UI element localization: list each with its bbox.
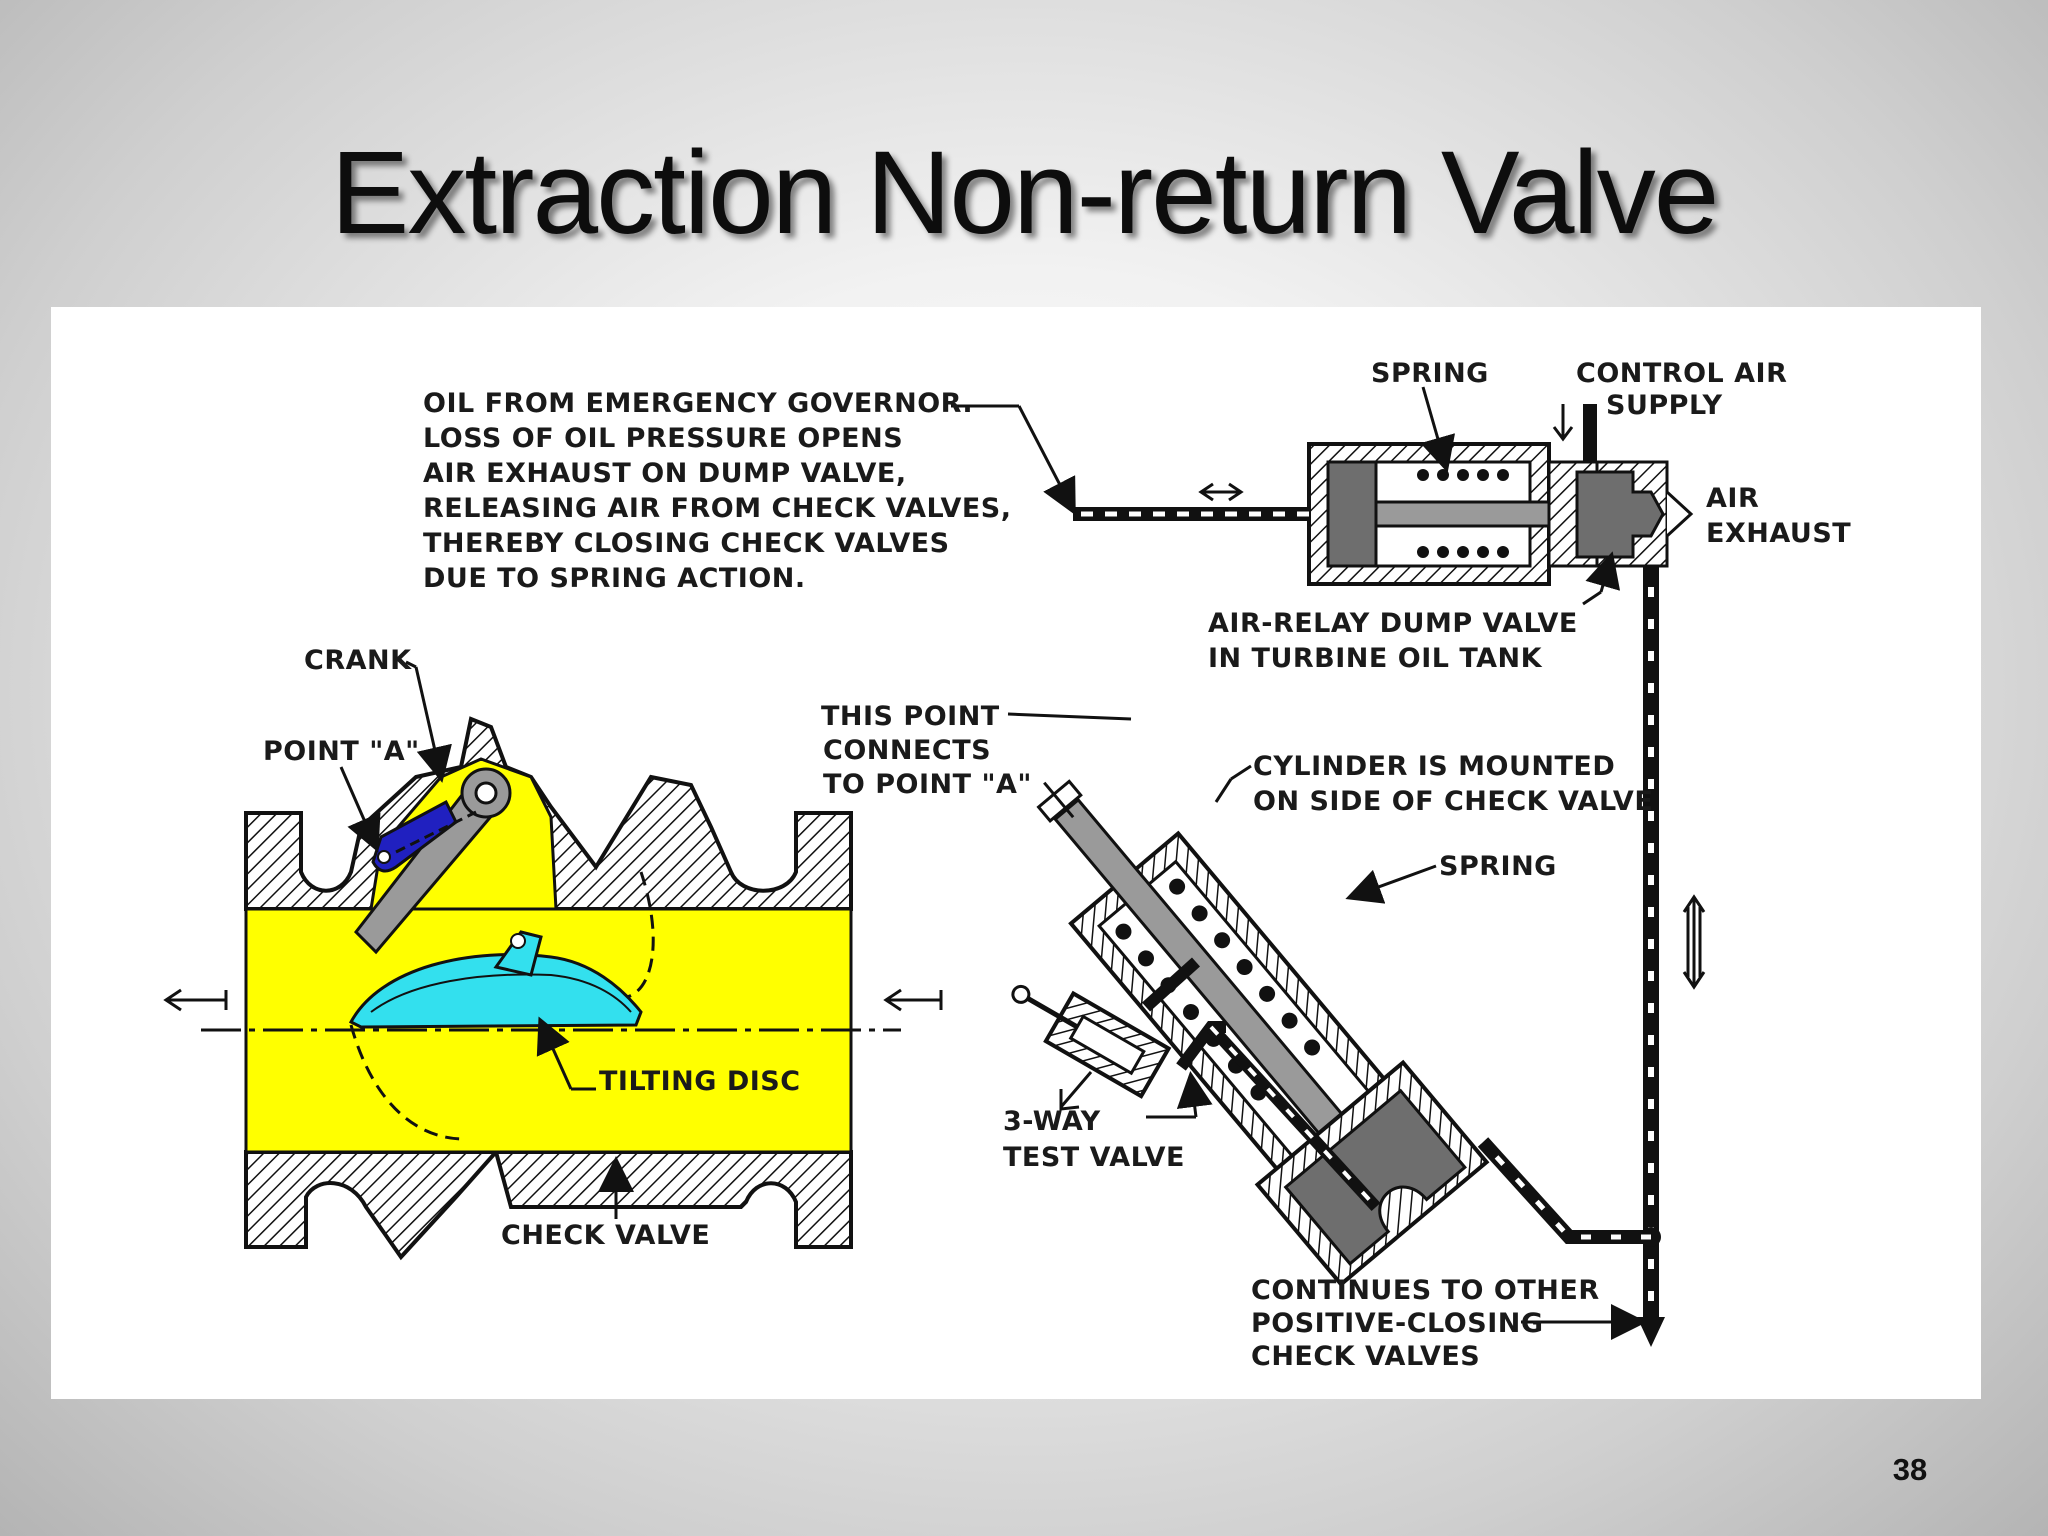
check-valve-label: CHECK VALVE [501,1220,710,1251]
this-point-label-3: TO POINT "A" [823,769,1032,800]
governor-line-6: DUE TO SPRING ACTION. [423,563,806,594]
air-line [1477,566,1706,1347]
cylinder-label-2: ON SIDE OF CHECK VALVE [1253,786,1653,817]
governor-line-3: AIR EXHAUST ON DUMP VALVE, [423,458,907,489]
continues-label-3: CHECK VALVES [1251,1341,1480,1372]
crank-label: CRANK [304,645,412,676]
continues-label-1: CONTINUES TO OTHER [1251,1275,1600,1306]
dump-valve [951,386,1694,586]
this-point-label-1: THIS POINT [821,701,1000,732]
check-valve-body [163,716,943,1261]
diagram-panel: OIL FROM EMERGENCY GOVERNOR. LOSS OF OIL… [51,307,1981,1399]
cylinder-label-1: CYLINDER IS MOUNTED [1253,751,1615,782]
slide-title: Extraction Non-return Valve [330,127,1720,259]
point-a-label: POINT "A" [263,736,420,767]
cylinder-assembly [1007,712,1647,1340]
spring-mid-label: SPRING [1439,851,1557,882]
page-number: 38 [1892,1452,1928,1487]
spring-top-label: SPRING [1371,358,1489,389]
governor-line-2: LOSS OF OIL PRESSURE OPENS [423,423,903,454]
tilting-disc-label: TILTING DISC [599,1066,801,1097]
control-air-label-1: CONTROL AIR [1576,358,1787,389]
air-exhaust-label-1: AIR [1706,483,1759,514]
governor-note: OIL FROM EMERGENCY GOVERNOR. LOSS OF OIL… [423,388,1012,594]
dump-valve-label-1: AIR-RELAY DUMP VALVE [1208,608,1578,639]
this-point-label-2: CONNECTS [823,735,991,766]
continues-label-2: POSITIVE-CLOSING [1251,1308,1544,1339]
air-exhaust-label-2: EXHAUST [1706,518,1851,549]
three-way-label-2: TEST VALVE [1003,1142,1185,1173]
control-air-label-2: SUPPLY [1606,390,1723,421]
crank-arm [371,799,458,873]
three-way-label-1: 3-WAY [1003,1106,1101,1137]
valve-diagram: OIL FROM EMERGENCY GOVERNOR. LOSS OF OIL… [163,358,1851,1372]
dump-valve-label-2: IN TURBINE OIL TANK [1208,643,1543,674]
tilting-disc [348,953,643,1029]
governor-line-4: RELEASING AIR FROM CHECK VALVES, [423,493,1012,524]
governor-line-1: OIL FROM EMERGENCY GOVERNOR. [423,388,973,419]
governor-line-5: THEREBY CLOSING CHECK VALVES [423,528,950,559]
